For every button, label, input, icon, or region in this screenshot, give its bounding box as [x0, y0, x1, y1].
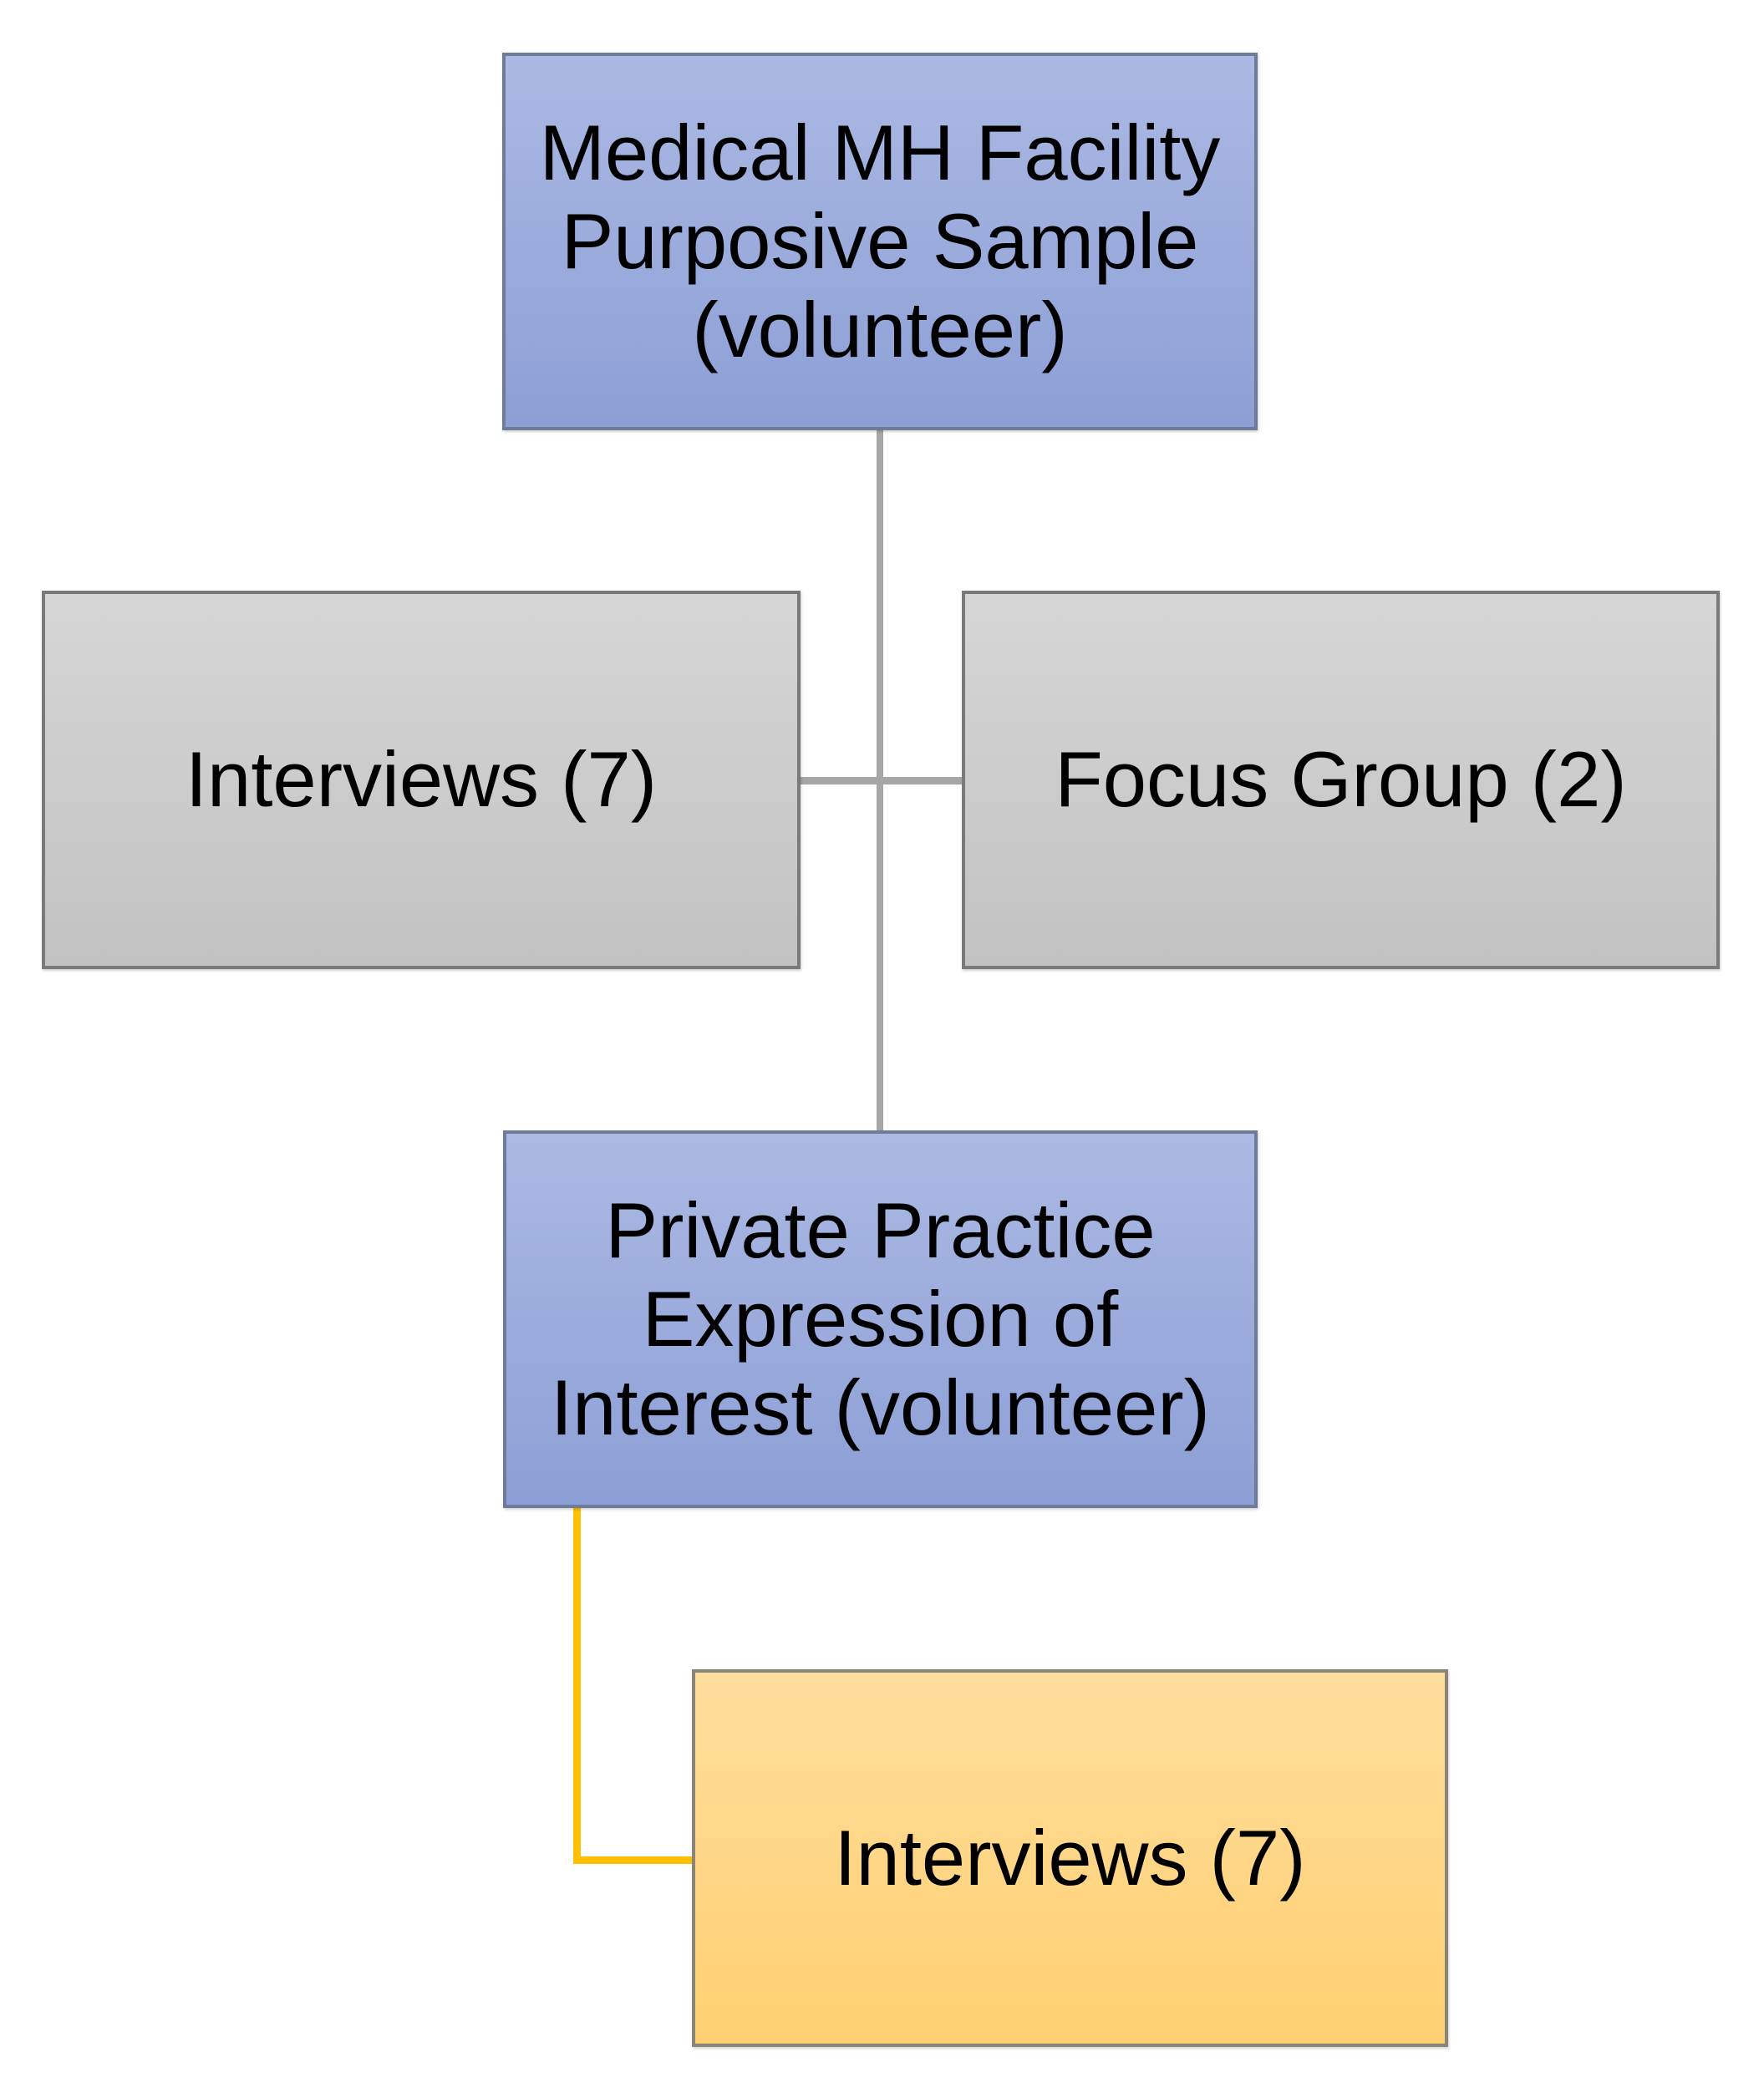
node-focus-group: Focus Group (2): [962, 591, 1720, 969]
node-label: Focus Group (2): [1055, 735, 1627, 824]
node-label-line: (volunteer): [692, 286, 1068, 374]
node-label-line: Private Practice: [605, 1186, 1156, 1274]
node-medical-mh-facility: Medical MH Facility Purposive Sample (vo…: [502, 53, 1258, 430]
connector-private-to-interviews-vertical-line: [573, 1508, 581, 1864]
node-private-practice: Private Practice Expression of Interest …: [503, 1130, 1258, 1508]
connector-interviews-focusgroup-crossbar: [801, 777, 962, 785]
node-label: Interviews (7): [185, 735, 658, 824]
node-interviews-private-practice: Interviews (7): [692, 1669, 1448, 2047]
node-label-line: Interest (volunteer): [551, 1363, 1210, 1452]
node-label: Interviews (7): [834, 1813, 1306, 1902]
node-label-line: Medical MH Facility: [539, 108, 1221, 196]
node-label-line: Purposive Sample: [561, 196, 1199, 285]
node-interviews-medical: Interviews (7): [42, 591, 801, 969]
connector-private-to-interviews-horizontal-line: [573, 1856, 692, 1864]
node-label-line: Expression of: [642, 1274, 1119, 1363]
